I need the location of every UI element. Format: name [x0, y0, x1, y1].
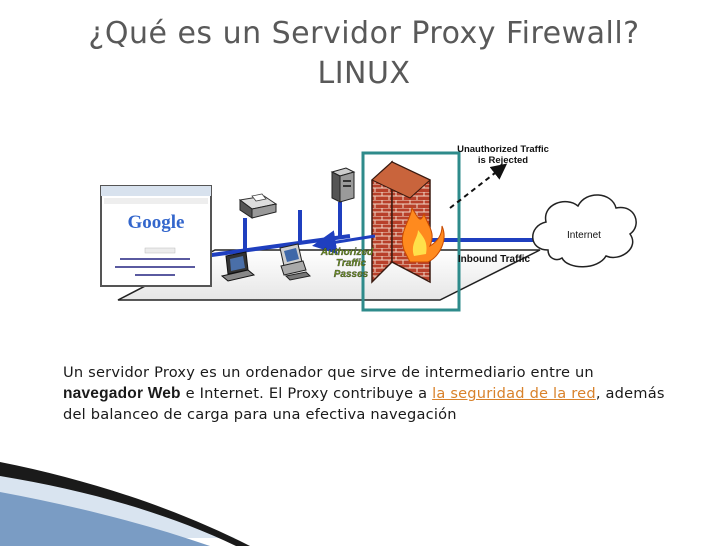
laptop-icon — [220, 251, 256, 282]
authorized-traffic-arrow — [312, 230, 376, 255]
description-part1: Un servidor Proxy es un ordenador que si… — [63, 364, 594, 381]
desktop-computer-icon — [279, 243, 312, 281]
decorative-swoosh — [0, 462, 250, 546]
printer-icon — [238, 193, 278, 219]
slide-title: ¿Qué es un Servidor Proxy Firewall? LINU… — [0, 14, 728, 94]
authorized-label-line3: Passes — [334, 269, 369, 280]
authorized-label-line1: Authorized — [320, 247, 374, 258]
fire-icon — [401, 206, 445, 263]
unauthorized-label-line2: is Rejected — [478, 155, 528, 166]
description-part3: , además del balanceo de carga para una … — [63, 385, 665, 423]
unauthorized-label-line1: Unauthorized Traffic — [457, 144, 549, 155]
description-part2: e Internet. El Proxy contribuye a — [180, 385, 433, 402]
internet-label: Internet — [567, 230, 601, 241]
browser-window — [100, 185, 212, 287]
slide-title-line1: ¿Qué es un Servidor Proxy Firewall? — [88, 16, 640, 51]
network-security-link[interactable]: la seguridad de la red — [432, 385, 596, 402]
rejected-traffic-arrow — [449, 163, 508, 209]
description-paragraph: Un servidor Proxy es un ordenador que si… — [63, 362, 673, 425]
inbound-traffic-label: Inbound Traffic — [458, 254, 531, 265]
authorized-label-line2: Traffic — [336, 258, 367, 269]
proxy-highlight-frame — [361, 151, 461, 312]
server-icon — [330, 167, 356, 203]
slide-title-line2: LINUX — [317, 56, 411, 91]
web-browser-term: navegador Web — [63, 385, 181, 402]
internet-cloud — [532, 194, 637, 268]
google-logo: Google — [128, 212, 185, 233]
